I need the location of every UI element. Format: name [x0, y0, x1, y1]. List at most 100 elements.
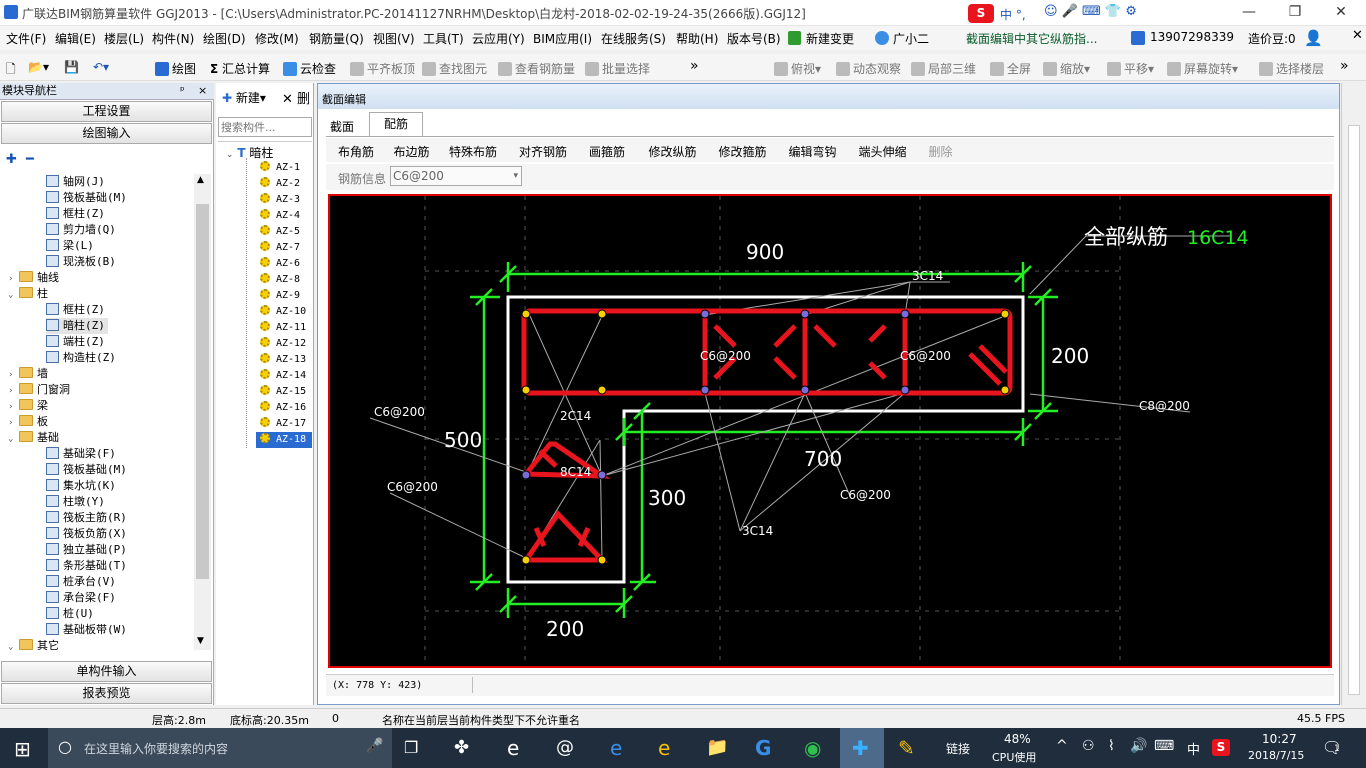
user-phone[interactable]: 13907298339	[1150, 30, 1234, 44]
scroll-thumb[interactable]	[196, 204, 209, 579]
component-item[interactable]: AZ-16	[260, 400, 306, 416]
tray-up-icon[interactable]: ^	[1056, 738, 1068, 754]
green-circle-app-icon[interactable]: ◉	[804, 736, 822, 760]
fullscreen-button[interactable]: 全屏	[990, 60, 1031, 77]
taskbar-link[interactable]: 链接	[946, 742, 971, 756]
pin-icon[interactable]: ᵖ	[180, 84, 185, 97]
tree-folder[interactable]: ›轴线	[8, 270, 59, 286]
expand-all-icon[interactable]: ✚	[6, 152, 17, 167]
report-preview-button[interactable]: 报表预览	[1, 683, 212, 704]
menu-tools[interactable]: 工具(T)	[423, 32, 464, 46]
right-scrollbar[interactable]	[1341, 83, 1366, 705]
component-item[interactable]: AZ-1	[260, 160, 300, 176]
cloud-check-button[interactable]: 云检查	[283, 60, 336, 77]
select-floor-button[interactable]: 选择楼层	[1259, 60, 1324, 77]
expand-icon[interactable]: ⌄	[8, 290, 14, 300]
notice-text[interactable]: 截面编辑中其它纵筋指...	[966, 32, 1098, 46]
summary-calc-button[interactable]: Σ 汇总计算	[210, 60, 270, 77]
component-item[interactable]: AZ-7	[260, 240, 300, 256]
close-button[interactable]: ✕	[1335, 4, 1347, 20]
toolbar-more-icon-2[interactable]: »	[1340, 58, 1349, 74]
tree-item[interactable]: 现浇板(B)	[46, 254, 116, 270]
expand-icon[interactable]: ›	[8, 418, 14, 428]
component-item[interactable]: AZ-12	[260, 336, 306, 352]
user-avatar-icon[interactable]: 👤	[1304, 29, 1323, 47]
component-item[interactable]: AZ-4	[260, 208, 300, 224]
tree-scrollbar[interactable]: ▲ ▼	[194, 174, 211, 650]
zoom-button[interactable]: 缩放▾	[1043, 60, 1090, 77]
expand-icon[interactable]: ⌄	[8, 434, 14, 444]
wifi-icon[interactable]: ⌇	[1108, 738, 1115, 754]
component-item[interactable]: AZ-9	[260, 288, 300, 304]
menu-edit[interactable]: 编辑(E)	[55, 32, 96, 46]
component-item[interactable]: AZ-18	[256, 432, 312, 448]
tool-8-button[interactable]: 编辑弯钩	[788, 145, 837, 159]
microphone-icon[interactable]: 🎤	[366, 738, 384, 754]
notepad-app-icon[interactable]: ✎	[898, 736, 915, 760]
menu-new-change[interactable]: 新建变更	[806, 32, 855, 46]
component-root[interactable]: ⌄ T 暗柱	[226, 144, 273, 161]
menu-bim[interactable]: BIM应用(I)	[533, 32, 593, 46]
open-file-icon[interactable]: 📂▾	[28, 60, 49, 74]
tree-folder[interactable]: ›板	[8, 414, 48, 430]
tree-item[interactable]: 条形基础(T)	[46, 558, 127, 574]
menu-online[interactable]: 在线服务(S)	[601, 32, 666, 46]
top-view-button[interactable]: 俯视▾	[774, 60, 821, 77]
panel-close-icon[interactable]: ×	[198, 84, 208, 97]
input-lang[interactable]: 中	[1187, 743, 1201, 758]
tree-item[interactable]: 集水坑(K)	[46, 478, 116, 494]
scroll-down-icon[interactable]: ▼	[197, 636, 204, 646]
minimize-button[interactable]: —	[1242, 4, 1256, 20]
tree-item[interactable]: 框柱(Z)	[46, 302, 105, 318]
tree-item[interactable]: 轴网(J)	[46, 174, 105, 190]
tool-10-button[interactable]: 删除	[928, 145, 953, 159]
tree-item[interactable]: 剪力墙(Q)	[46, 222, 116, 238]
bean-balance[interactable]: 造价豆:0	[1248, 32, 1296, 46]
ime-tools-icon[interactable]: ☺ 🎤 ⌨ 👕 ⚙	[1044, 4, 1137, 19]
sogou-tray-icon[interactable]: S	[1212, 739, 1230, 756]
tab-rebar[interactable]: 配筋	[369, 112, 423, 136]
component-item[interactable]: AZ-8	[260, 272, 300, 288]
menu-view[interactable]: 视图(V)	[373, 32, 415, 46]
draw-button[interactable]: 绘图	[155, 60, 196, 77]
ie-yellow-icon[interactable]: e	[658, 736, 671, 760]
tool-7-button[interactable]: 修改箍筋	[718, 145, 767, 159]
tree-item[interactable]: 筏板基础(M)	[46, 190, 127, 206]
windows-start-icon[interactable]: ⊞	[14, 737, 31, 761]
component-item[interactable]: AZ-10	[260, 304, 306, 320]
keyboard-icon[interactable]: ⌨	[1154, 738, 1175, 754]
tool-5-button[interactable]: 画箍筋	[589, 145, 626, 159]
tree-folder[interactable]: ⌄柱	[8, 286, 48, 302]
file-explorer-icon[interactable]: 📁	[706, 737, 729, 758]
component-search-input[interactable]	[218, 117, 312, 137]
tree-folder[interactable]: ⌄其它	[8, 638, 59, 650]
edge-icon[interactable]: e	[610, 736, 623, 760]
component-item[interactable]: AZ-2	[260, 176, 300, 192]
tree-item[interactable]: 桩承台(V)	[46, 574, 116, 590]
component-item[interactable]: AZ-11	[260, 320, 306, 336]
project-settings-button[interactable]: 工程设置	[1, 101, 212, 122]
tool-3-button[interactable]: 特殊布筋	[449, 145, 498, 159]
tool-9-button[interactable]: 端头伸缩	[858, 145, 907, 159]
menu-help[interactable]: 帮助(H)	[676, 32, 719, 46]
component-item[interactable]: AZ-15	[260, 384, 306, 400]
find-element-button[interactable]: 查找图元	[422, 60, 487, 77]
tree-item[interactable]: 筏板主筋(R)	[46, 510, 127, 526]
component-item[interactable]: AZ-17	[260, 416, 306, 432]
menu-modify[interactable]: 修改(M)	[255, 32, 299, 46]
view-rebar-button[interactable]: 查看钢筋量	[498, 60, 575, 77]
menu-draw[interactable]: 绘图(D)	[203, 32, 246, 46]
tool-4-button[interactable]: 对齐钢筋	[519, 145, 568, 159]
tree-item[interactable]: 承台梁(F)	[46, 590, 116, 606]
local-3d-button[interactable]: 局部三维	[911, 60, 976, 77]
collapse-all-icon[interactable]: ━	[26, 152, 34, 167]
swirl-app-icon[interactable]: @	[556, 737, 574, 758]
draw-input-button[interactable]: 绘图输入	[1, 123, 212, 144]
ime-status[interactable]: 中 °,	[1000, 8, 1026, 22]
tree-item[interactable]: 端柱(Z)	[46, 334, 105, 350]
tree-item[interactable]: 框柱(Z)	[46, 206, 105, 222]
rebar-info-select[interactable]: C6@200▾	[390, 166, 522, 186]
toolbar-more-icon[interactable]: »	[690, 58, 699, 74]
undo-icon[interactable]: ↶▾	[93, 60, 110, 74]
menu-cloud[interactable]: 云应用(Y)	[472, 32, 525, 46]
